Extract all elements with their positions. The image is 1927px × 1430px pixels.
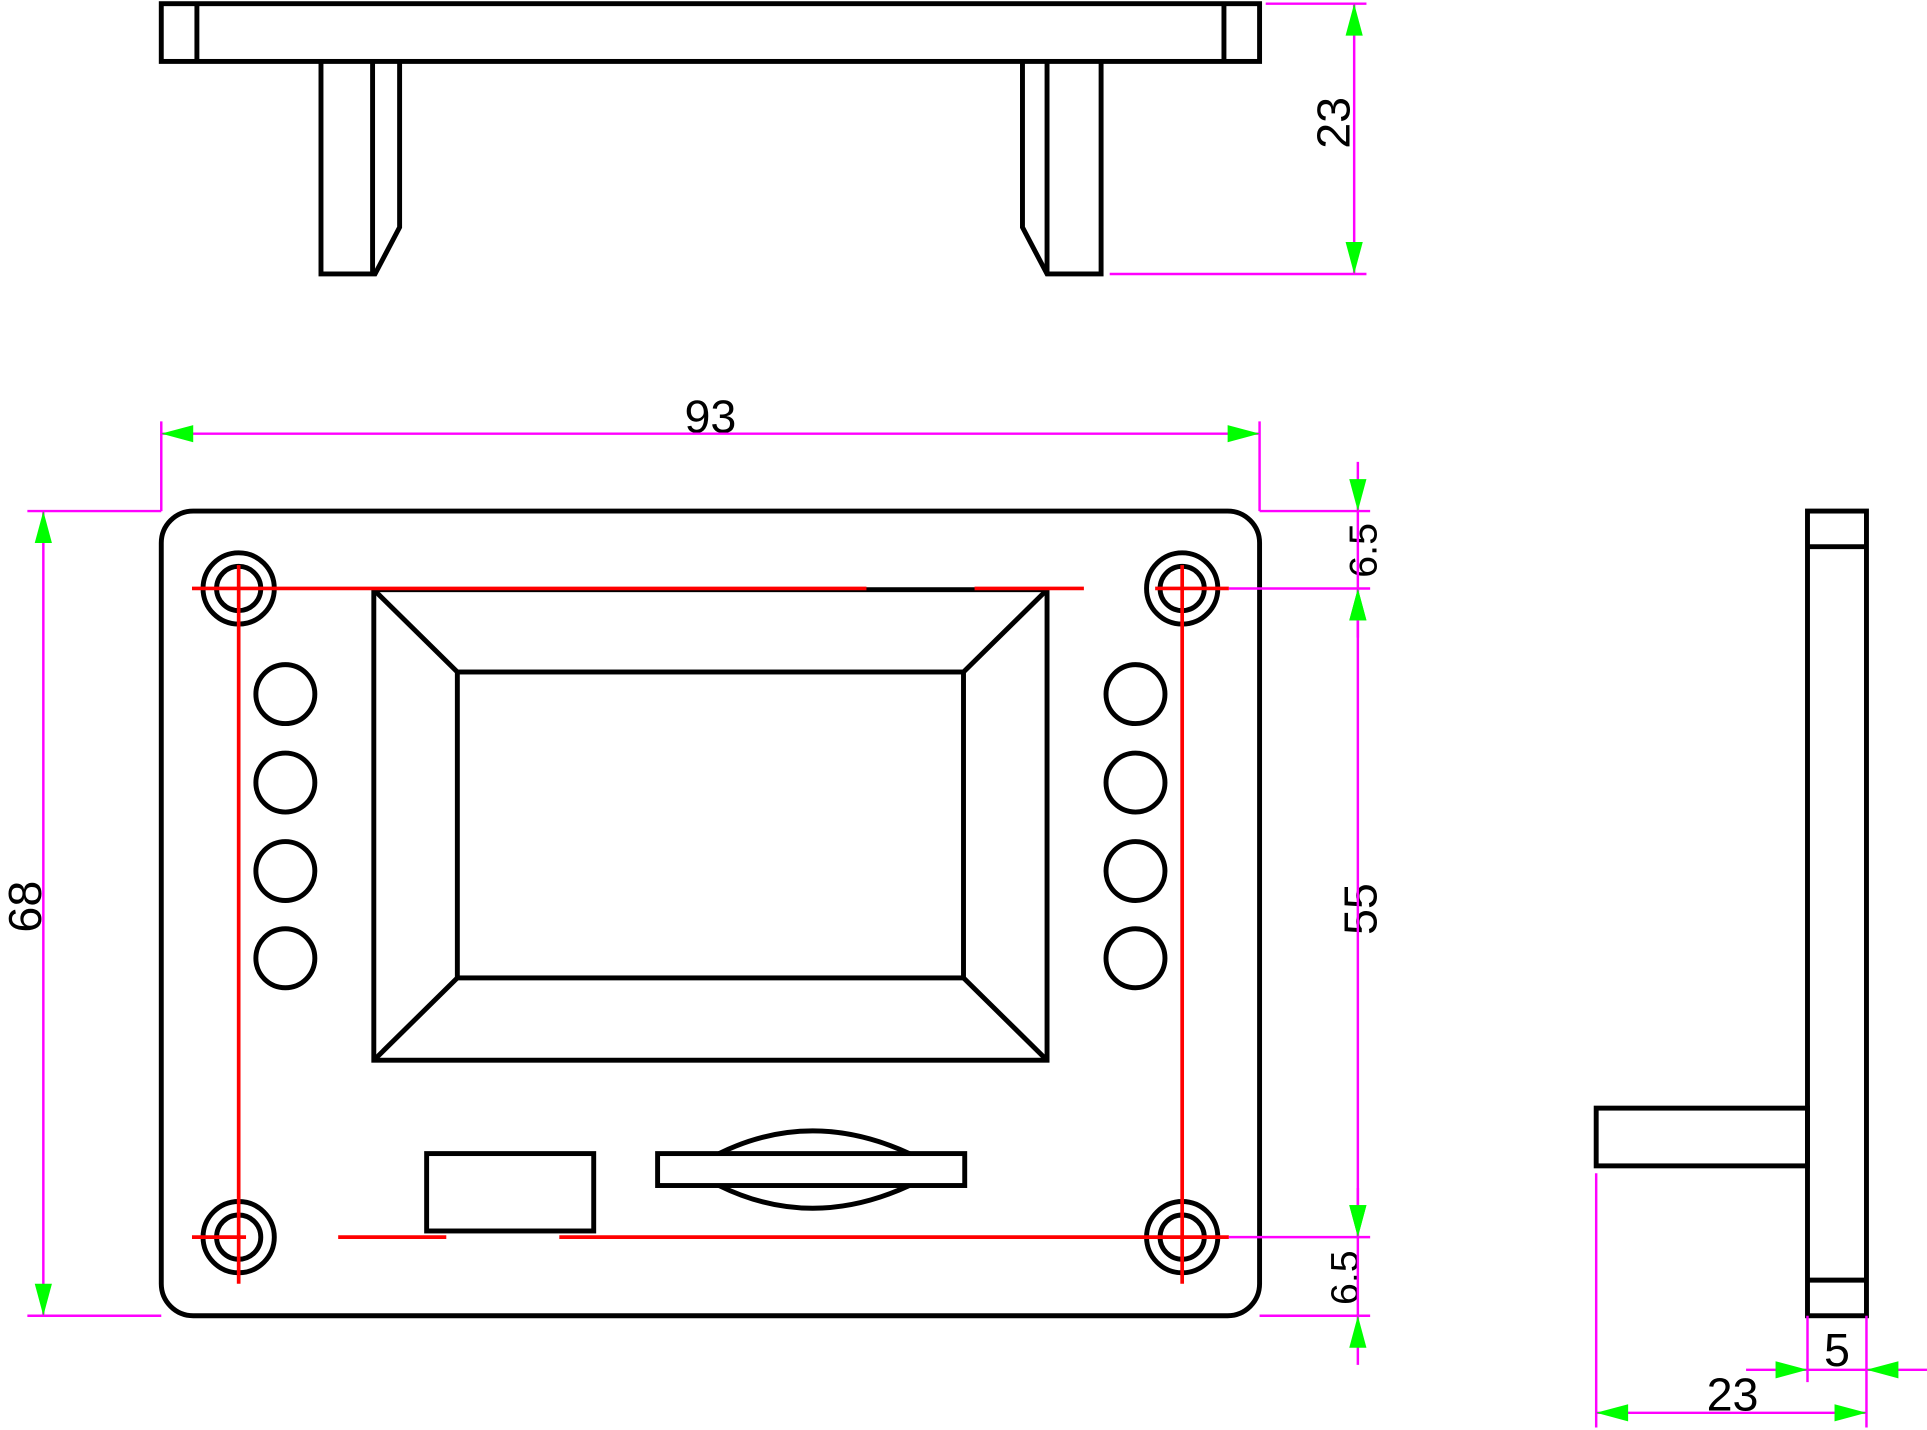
left-leg xyxy=(318,61,403,277)
led-hole xyxy=(253,839,318,903)
dimension-arrow xyxy=(1866,1361,1899,1379)
dimension-arrow xyxy=(1349,588,1367,621)
side-plate xyxy=(1805,508,1869,1319)
dimension-arrow xyxy=(1596,1404,1629,1422)
display-frame xyxy=(371,587,1050,1063)
dimension-arrow xyxy=(1345,242,1363,274)
top-plate xyxy=(158,1,1263,64)
top-view xyxy=(158,1,1263,277)
card-slot-lens xyxy=(717,1128,911,1211)
dimension-arrow xyxy=(1227,425,1260,443)
centerlines xyxy=(191,565,1229,1284)
led-hole xyxy=(1103,926,1168,991)
card-slot xyxy=(655,1151,968,1188)
dimension-arrow xyxy=(1349,479,1367,512)
led-hole xyxy=(253,750,318,815)
front-view xyxy=(158,508,1263,1319)
right-leg xyxy=(1020,61,1104,277)
dim-plate-thickness: 5 xyxy=(1824,1324,1850,1376)
led-hole xyxy=(1103,839,1168,903)
dim-top-offset: 6.5 xyxy=(1341,523,1385,578)
button xyxy=(424,1151,597,1234)
led-hole xyxy=(1103,750,1168,815)
dimension-arrow xyxy=(1349,1205,1367,1238)
display-window xyxy=(454,669,966,981)
side-view xyxy=(1593,508,1869,1319)
dimension-arrow xyxy=(34,1283,52,1316)
dim-bottom-offset: 6.5 xyxy=(1323,1250,1367,1305)
dim-top-height: 23 xyxy=(1307,97,1359,149)
led-hole xyxy=(1103,662,1168,727)
dimension-arrow xyxy=(1834,1404,1867,1422)
dimension-arrow xyxy=(161,425,194,443)
front-plate xyxy=(158,508,1263,1319)
led-hole xyxy=(253,662,318,727)
side-stem xyxy=(1593,1105,1810,1169)
led-hole xyxy=(253,926,318,991)
dimension-arrow xyxy=(1349,1315,1367,1348)
dimension-arrow xyxy=(1775,1361,1808,1379)
dim-hole-spacing: 55 xyxy=(1334,883,1386,935)
dimension-arrow xyxy=(1345,3,1363,36)
dimension-arrow xyxy=(34,511,52,544)
